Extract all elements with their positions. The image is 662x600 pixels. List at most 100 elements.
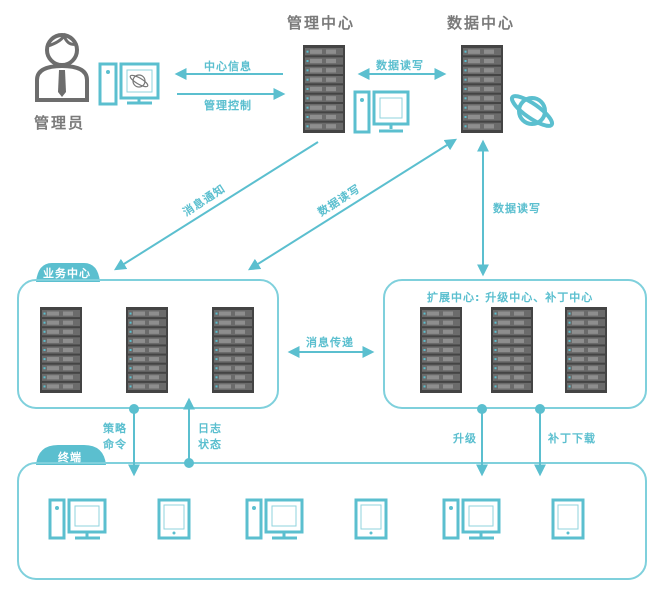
- rack-unit: [305, 104, 343, 112]
- rack-unit: [422, 346, 460, 354]
- rack-unit: [493, 364, 531, 372]
- rack-unit: [42, 346, 80, 354]
- rack-unit: [214, 310, 252, 318]
- terminal-tab: [36, 445, 106, 465]
- rack-unit: [422, 319, 460, 327]
- rack-unit: [567, 337, 605, 345]
- desktop-pc-icon: [442, 498, 501, 540]
- rack-unit: [214, 319, 252, 327]
- server-rack-icon: [491, 307, 533, 393]
- rack-unit: [493, 346, 531, 354]
- rack-unit: [463, 57, 501, 65]
- log-status-label: 日志状态: [198, 422, 222, 451]
- data-rw-top-label: 数据读写: [376, 59, 424, 72]
- rack-unit: [567, 319, 605, 327]
- rack-unit: [42, 373, 80, 381]
- arrow-message-notify: [113, 141, 319, 271]
- rack-unit: [567, 355, 605, 363]
- rack-unit: [42, 355, 80, 363]
- rack-unit: [305, 94, 343, 102]
- rack-unit: [128, 382, 166, 390]
- admin-desktop-icon: [98, 62, 160, 106]
- rack-unit: [214, 373, 252, 381]
- rack-unit: [42, 364, 80, 372]
- rack-unit: [214, 346, 252, 354]
- server-rack-icon: [40, 307, 82, 393]
- rack-unit: [493, 382, 531, 390]
- rack-unit: [42, 382, 80, 390]
- data-center-title: 数据中心: [447, 14, 516, 32]
- policy-command-label: 策略命令: [103, 422, 127, 451]
- desktop-pc-icon: [48, 498, 107, 540]
- rack-unit: [463, 66, 501, 74]
- rack-unit: [567, 346, 605, 354]
- extension-center-title: 扩展中心: 升级中心、补丁中心: [427, 291, 594, 304]
- rack-unit: [463, 113, 501, 121]
- person-icon: [35, 32, 89, 102]
- rack-unit: [493, 328, 531, 336]
- rack-unit: [214, 355, 252, 363]
- arrow-data-rw-diag: [247, 138, 458, 271]
- terminal-box: [17, 462, 647, 580]
- rack-unit: [463, 85, 501, 93]
- rack-unit: [422, 310, 460, 318]
- tablet-icon: [551, 498, 585, 540]
- extension-center-box: [383, 279, 647, 409]
- rack-unit: [42, 337, 80, 345]
- rack-unit: [305, 85, 343, 93]
- rack-unit: [214, 382, 252, 390]
- rack-unit: [128, 337, 166, 345]
- business-center-tab: [36, 263, 100, 282]
- rack-unit: [493, 337, 531, 345]
- rack-unit: [463, 76, 501, 84]
- rack-unit: [463, 122, 501, 130]
- business-center-box: [17, 279, 279, 409]
- rack-unit: [567, 328, 605, 336]
- rack-unit: [422, 364, 460, 372]
- rack-unit: [463, 94, 501, 102]
- rack-unit: [214, 364, 252, 372]
- rack-unit: [422, 373, 460, 381]
- rack-unit: [493, 373, 531, 381]
- server-rack-icon: [461, 45, 503, 133]
- tablet-icon: [157, 498, 191, 540]
- rack-unit: [493, 319, 531, 327]
- server-rack-icon: [303, 45, 345, 133]
- server-rack-icon: [420, 307, 462, 393]
- rack-unit: [214, 337, 252, 345]
- center-info-label: 中心信息: [204, 60, 252, 73]
- rack-unit: [493, 310, 531, 318]
- globe-icon: [509, 94, 555, 128]
- business-center-title: 业务中心: [43, 267, 91, 280]
- rack-unit: [463, 48, 501, 56]
- message-pass-label: 消息传递: [306, 336, 354, 349]
- rack-unit: [128, 355, 166, 363]
- rack-unit: [305, 76, 343, 84]
- desktop-pc-icon: [245, 498, 304, 540]
- rack-unit: [305, 57, 343, 65]
- terminal-title: 终端: [58, 451, 82, 464]
- tablet-icon: [354, 498, 388, 540]
- rack-unit: [42, 328, 80, 336]
- rack-unit: [305, 113, 343, 121]
- rack-unit: [305, 48, 343, 56]
- data-rw-vertical-label: 数据读写: [493, 202, 541, 215]
- rack-unit: [567, 310, 605, 318]
- admin-label: 管理员: [34, 114, 86, 132]
- rack-unit: [422, 328, 460, 336]
- rack-unit: [422, 355, 460, 363]
- rack-unit: [422, 337, 460, 345]
- rack-unit: [305, 122, 343, 130]
- rack-unit: [463, 104, 501, 112]
- patch-download-label: 补丁下载: [548, 432, 596, 445]
- rack-unit: [214, 328, 252, 336]
- rack-unit: [493, 355, 531, 363]
- mgmt-desktop-icon: [353, 90, 410, 134]
- rack-unit: [128, 364, 166, 372]
- rack-unit: [128, 328, 166, 336]
- rack-unit: [128, 310, 166, 318]
- server-rack-icon: [212, 307, 254, 393]
- management-control-label: 管理控制: [204, 99, 252, 112]
- rack-unit: [422, 382, 460, 390]
- rack-unit: [128, 373, 166, 381]
